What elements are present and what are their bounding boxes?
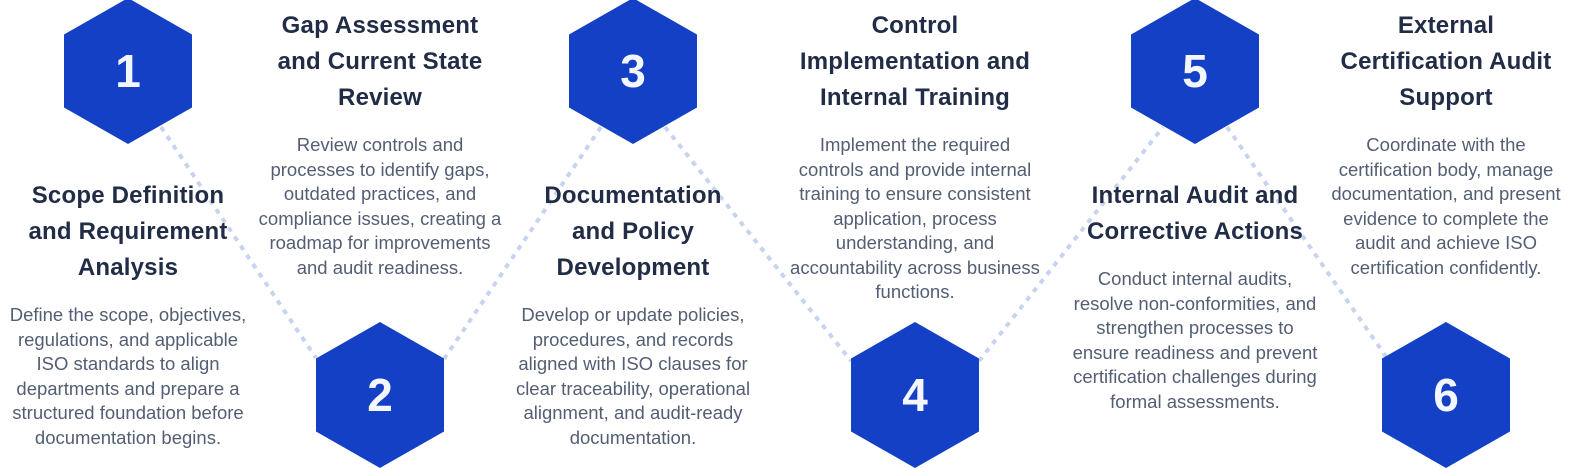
- step-6-title: External Certification Audit Support: [1340, 12, 1552, 111]
- step-1-number: 1: [115, 45, 141, 97]
- step-4-number: 4: [902, 369, 928, 421]
- step-2-description: Review controls and processes to identif…: [258, 134, 502, 278]
- step-1-title: Scope Definition and Requirement Analysi…: [28, 182, 228, 281]
- step-3-description: Develop or update policies, procedures, …: [515, 304, 751, 448]
- step-6-number: 6: [1433, 369, 1459, 421]
- step-5-description: Conduct internal audits, resolve non-con…: [1072, 268, 1318, 412]
- step-4-title: Control Implementation and Internal Trai…: [799, 12, 1031, 111]
- step-6-hexagon: 6: [1382, 322, 1510, 468]
- step-2-number: 2: [367, 369, 393, 421]
- step-3-number: 3: [620, 45, 646, 97]
- step-3-title: Documentation and Policy Development: [544, 182, 722, 281]
- step-column-3: 3 Documentation and Policy Development D…: [506, 0, 760, 468]
- step-2-title: Gap Assessment and Current State Review: [277, 12, 483, 111]
- step-6-description: Coordinate with the certification body, …: [1331, 134, 1561, 278]
- step-column-1: 1 Scope Definition and Requirement Analy…: [0, 0, 256, 468]
- step-5-title: Internal Audit and Corrective Actions: [1086, 182, 1304, 245]
- step-1-description: Define the scope, objectives, regulation…: [9, 304, 247, 448]
- step-5-number: 5: [1182, 45, 1208, 97]
- step-column-2: Gap Assessment and Current State Review …: [254, 0, 506, 468]
- step-4-hexagon: 4: [851, 322, 979, 468]
- step-column-6: External Certification Audit Support Coo…: [1322, 0, 1570, 468]
- step-column-5: 5 Internal Audit and Corrective Actions …: [1062, 0, 1328, 468]
- step-2-hexagon: 2: [316, 322, 444, 468]
- step-column-4: Control Implementation and Internal Trai…: [782, 0, 1048, 468]
- step-4-description: Implement the required controls and prov…: [790, 134, 1040, 302]
